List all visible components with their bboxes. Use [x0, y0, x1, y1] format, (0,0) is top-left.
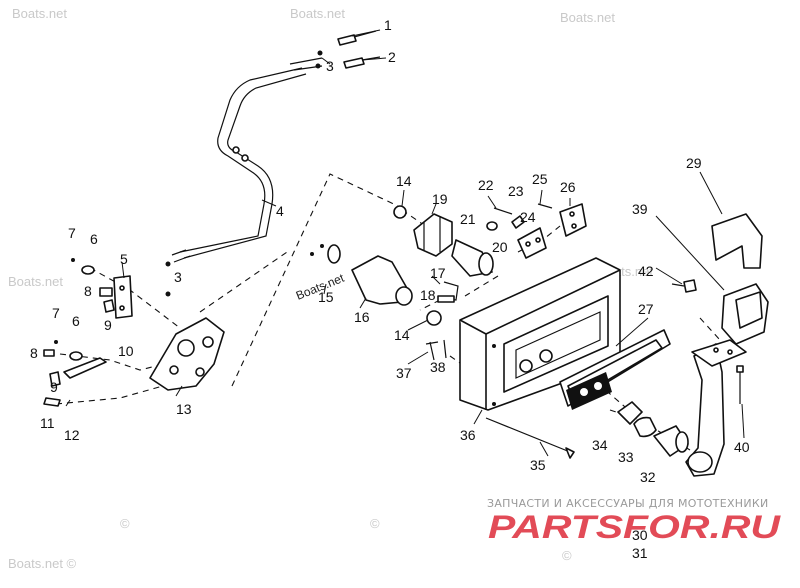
callout-12: 12 — [64, 427, 80, 443]
callout-42: 42 — [638, 263, 654, 279]
callout-15: 15 — [318, 289, 334, 305]
callout-numbers: 1 2 3 4 3 5 6 7 8 9 7 6 8 10 9 11 12 13 … — [30, 17, 750, 561]
callout-6-top: 6 — [90, 231, 98, 247]
callout-14-top: 14 — [396, 173, 412, 189]
callout-5: 5 — [120, 251, 128, 267]
callout-22: 22 — [478, 177, 494, 193]
callout-23: 23 — [508, 183, 524, 199]
control-handle — [617, 339, 747, 477]
callout-6-bottom: 6 — [72, 313, 80, 329]
decal-panel — [559, 329, 671, 410]
left-bracket-hardware — [43, 258, 133, 407]
callout-9-top: 9 — [104, 317, 112, 333]
watermark-top-left: Boats.net — [12, 6, 67, 21]
callout-20: 20 — [492, 239, 508, 255]
callout-7-bottom: 7 — [52, 305, 60, 321]
callout-8-bottom: 8 — [30, 345, 38, 361]
callout-30: 30 — [632, 527, 648, 543]
callout-31: 31 — [632, 545, 648, 561]
callout-34: 34 — [592, 437, 608, 453]
watermark-top-center: Boats.net — [290, 6, 345, 21]
callout-17: 17 — [430, 265, 446, 281]
watermark-bottom-right: © — [562, 548, 572, 563]
callout-11: 11 — [40, 415, 55, 431]
callout-13: 13 — [176, 401, 192, 417]
watermark-bottom-mid: © — [370, 516, 380, 531]
callout-27: 27 — [638, 301, 654, 317]
callout-19: 19 — [432, 191, 448, 207]
callout-24: 24 — [520, 209, 536, 225]
callout-21: 21 — [460, 211, 476, 227]
shaft-assembly — [310, 205, 442, 326]
mounting-plate — [149, 317, 225, 391]
callout-32: 32 — [640, 469, 656, 485]
callout-2: 2 — [388, 49, 396, 65]
watermark-bottom-small: © — [120, 516, 130, 531]
callout-37: 37 — [396, 365, 412, 381]
callout-18: 18 — [420, 287, 436, 303]
callout-14-bottom: 14 — [394, 327, 410, 343]
store-banner-text: ЗАПЧАСТИ И АКСЕССУАРЫ ДЛЯ МОТОТЕХНИКИ — [487, 497, 769, 510]
callout-39: 39 — [632, 201, 648, 217]
watermark-left: Boats.net — [8, 274, 63, 289]
callout-36: 36 — [460, 427, 476, 443]
switch-and-cover — [671, 213, 769, 345]
cable-end-fittings — [165, 30, 381, 297]
callout-16: 16 — [354, 309, 370, 325]
watermark-bottom-left: Boats.net © — [8, 556, 77, 571]
callout-9-bottom: 9 — [50, 379, 58, 395]
callout-38: 38 — [430, 359, 446, 375]
callout-35: 35 — [530, 457, 546, 473]
callout-4: 4 — [276, 203, 284, 219]
callout-40: 40 — [734, 439, 750, 455]
callout-3-top: 3 — [326, 58, 334, 74]
store-logo: PARTSFOR.RU — [488, 510, 781, 544]
watermark-top-right: Boats.net — [560, 10, 615, 25]
callout-3-mid: 3 — [174, 269, 182, 285]
callout-25: 25 — [532, 171, 548, 187]
callout-10: 10 — [118, 343, 134, 359]
control-cables — [171, 57, 323, 263]
logo-text: PARTSFOR.RU — [488, 510, 781, 544]
leader-lines — [65, 29, 745, 457]
bolts-and-pins — [425, 339, 575, 459]
callout-7-top: 7 — [68, 225, 76, 241]
cam-and-drum — [413, 213, 494, 277]
callout-33: 33 — [618, 449, 634, 465]
callout-29: 29 — [686, 155, 702, 171]
callout-26: 26 — [560, 179, 576, 195]
callout-1: 1 — [384, 17, 392, 33]
switch-hardware — [437, 203, 587, 303]
callout-8-top: 8 — [84, 283, 92, 299]
